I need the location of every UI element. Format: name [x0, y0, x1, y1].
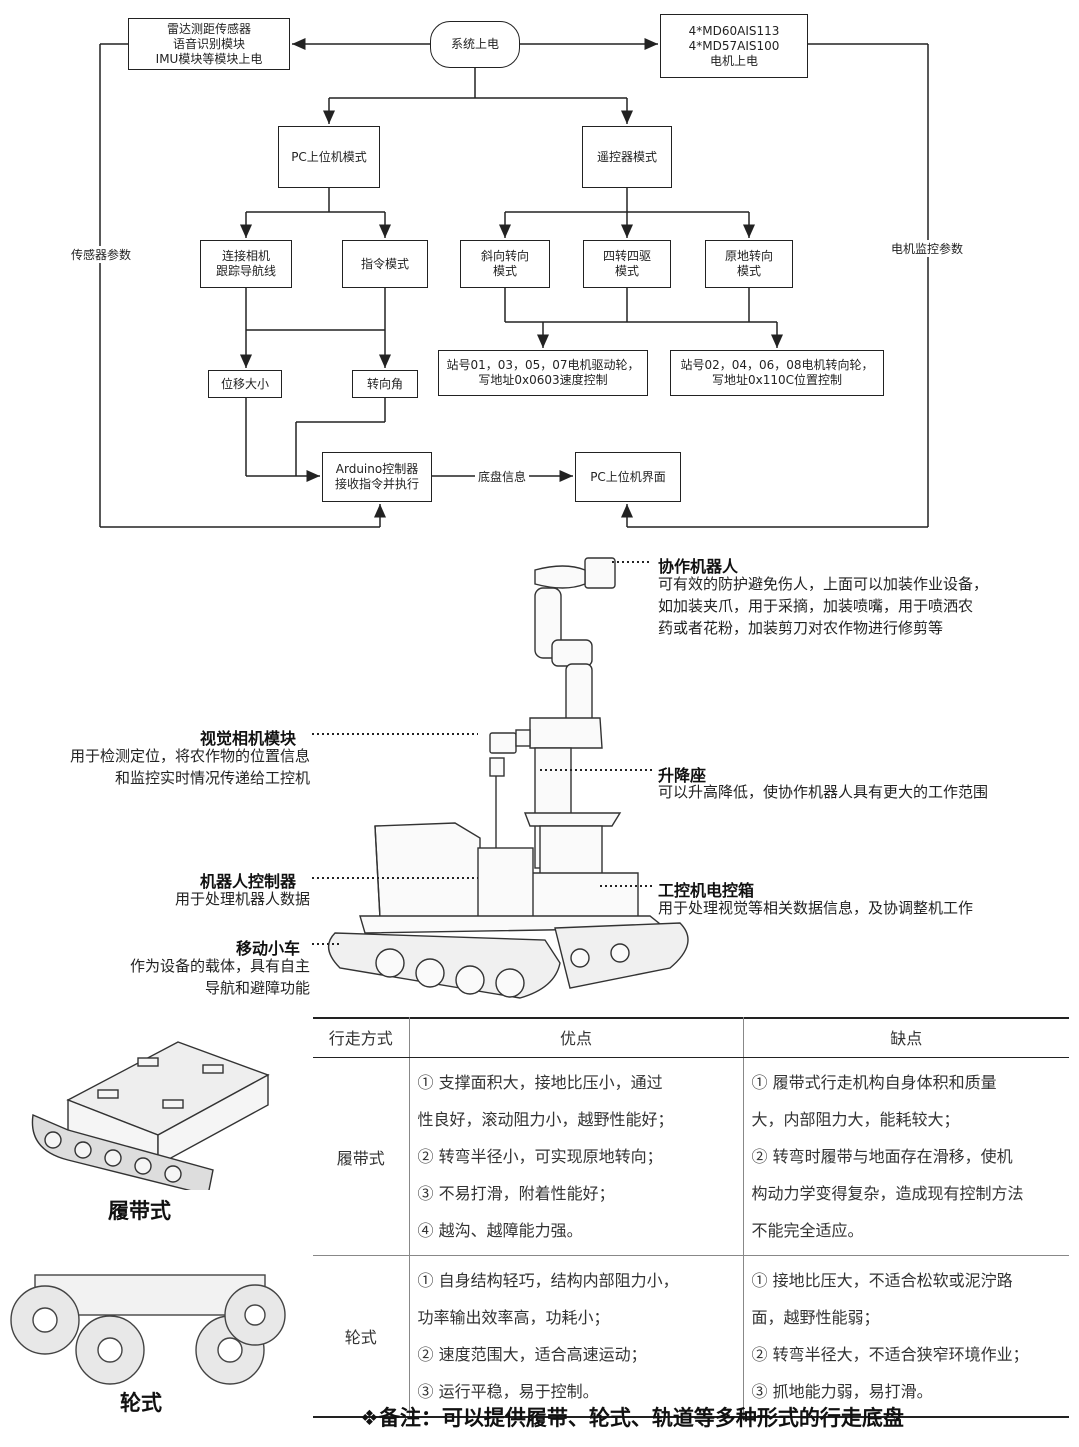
row-type: 履带式: [313, 1057, 409, 1256]
callout-leaders: [312, 561, 652, 945]
four-steer-node: 四转四驱 模式: [583, 240, 671, 288]
callout-desc-ipc-box: 用于处理视觉等相关数据信息，及协调整机工作: [658, 899, 974, 917]
wheeled-chassis-image: [10, 1274, 286, 1385]
header-pros: 优点: [408, 1017, 743, 1058]
callout-title-ipc-box: 工控机电控箱: [658, 881, 755, 900]
footer-note: ❖备注：可以提供履带、轮式、轨道等多种形式的行走底盘: [360, 1406, 904, 1430]
pc-ui-node: PC上位机界面: [575, 452, 681, 502]
callout-desc-mobile-cart: 作为设备的载体，具有自主 导航和避障功能: [129, 957, 310, 997]
callout-desc-cobot: 可有效的防护避免伤人，上面可以加装作业设备， 如加装夹爪，用于采摘，加装喷嘴，用…: [658, 575, 989, 637]
displacement-node: 位移大小: [208, 370, 282, 398]
command-mode-node: 指令模式: [342, 240, 428, 288]
callout-desc-camera: 用于检测定位，将农作物的位置信息 和监控实时情况传递给工控机: [69, 747, 310, 787]
station-drive-node: 站号01，03，05，07电机驱动轮， 写地址0x0603速度控制: [438, 350, 648, 396]
row-pros: ① 支撑面积大，接地比压小，通过 性良好，滚动阻力小，越野性能好； ② 转弯半径…: [408, 1057, 743, 1256]
sensors-power-node: 雷达测距传感器 语音识别模块 IMU模块等模块上电: [128, 18, 290, 70]
callout-desc-lift: 可以升高降低，使协作机器人具有更大的工作范围: [658, 783, 989, 801]
motor-monitor-label: 电机监控参数: [888, 240, 967, 257]
camera-nav-node: 连接相机 跟踪导航线: [200, 240, 292, 288]
tracked-caption: 履带式: [108, 1198, 171, 1223]
flowchart-connectors: [99, 38, 929, 528]
sensor-params-label: 传感器参数: [68, 246, 135, 263]
row-type: 轮式: [313, 1255, 409, 1418]
header-method: 行走方式: [313, 1017, 409, 1058]
callout-title-mobile-cart: 移动小车: [236, 939, 301, 958]
wheeled-caption: 轮式: [120, 1390, 162, 1415]
table-row: 履带式 ① 支撑面积大，接地比压小，通过 性良好，滚动阻力小，越野性能好； ② …: [313, 1057, 1069, 1256]
row-cons: ① 接地比压大，不适合松软或泥泞路 面，越野性能弱； ② 转弯半径大，不适合狭窄…: [742, 1255, 1069, 1418]
table-header-row: 行走方式 优点 缺点: [313, 1017, 1069, 1058]
steer-angle-node: 转向角: [352, 370, 418, 398]
station-steer-node: 站号02，04，06，08电机转向轮， 写地址0x110C位置控制: [670, 350, 884, 396]
row-pros: ① 自身结构轻巧，结构内部阻力小， 功率输出效率高，功耗小； ② 速度范围大，适…: [408, 1255, 743, 1418]
spot-turn-node: 原地转向 模式: [705, 240, 793, 288]
callout-title-lift: 升降座: [658, 766, 707, 785]
remote-mode-node: 遥控器模式: [582, 126, 672, 188]
power-on-node: 系统上电: [430, 21, 520, 68]
arduino-node: Arduino控制器 接收指令并执行: [322, 452, 432, 502]
oblique-steer-node: 斜向转向 模式: [460, 240, 550, 288]
callout-title-camera: 视觉相机模块: [200, 729, 297, 748]
header-cons: 缺点: [742, 1017, 1069, 1058]
tracked-chassis-image: [31, 1041, 270, 1190]
callout-title-controller: 机器人控制器: [200, 872, 297, 891]
motors-power-node: 4*MD60AIS113 4*MD57AIS100 电机上电: [660, 14, 808, 78]
callout-title-cobot: 协作机器人: [658, 557, 739, 576]
table-row: 轮式 ① 自身结构轻巧，结构内部阻力小， 功率输出效率高，功耗小； ② 速度范围…: [313, 1255, 1069, 1418]
chassis-info-label: 底盘信息: [475, 468, 530, 485]
robot-illustration: [327, 557, 689, 999]
comparison-table: 行走方式 优点 缺点 履带式 ① 支撑面积大，接地比压小，通过 性良好，滚动阻力…: [313, 1017, 1069, 1418]
pc-mode-node: PC上位机模式: [278, 126, 380, 188]
callout-desc-controller: 用于处理机器人数据: [174, 890, 310, 908]
row-cons: ① 履带式行走机构自身体积和质量 大，内部阻力大，能耗较大； ② 转弯时履带与地…: [742, 1057, 1069, 1256]
